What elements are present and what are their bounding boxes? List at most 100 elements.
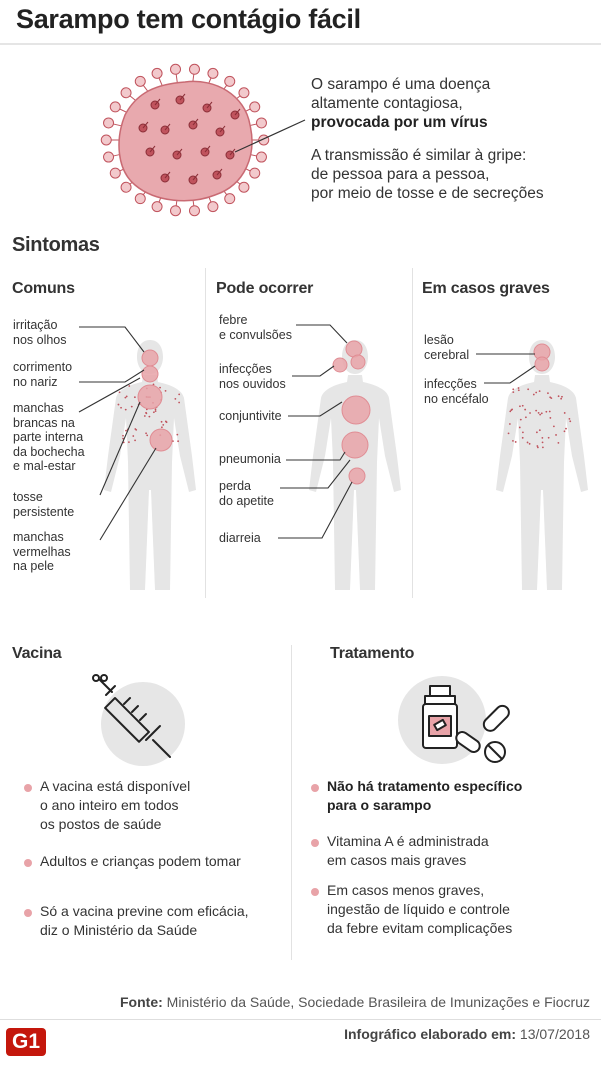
- virus-particle-tail: [192, 118, 199, 126]
- rash-spot: [164, 390, 167, 392]
- virus-spike-tip: [207, 201, 219, 213]
- virus-spike-tip: [224, 75, 236, 87]
- pointer-line: [296, 324, 348, 344]
- rash-spot: [528, 442, 531, 445]
- date-value: 13/07/2018: [519, 1026, 590, 1042]
- rash-spot: [117, 403, 120, 406]
- date-credit: Infográfico elaborado em: 13/07/2018: [344, 1026, 590, 1042]
- rash-spot: [124, 408, 127, 411]
- virus-spike-tip: [134, 193, 146, 205]
- comuns-heading: Comuns: [12, 280, 75, 297]
- rash-spot: [521, 436, 524, 439]
- virus-spike-tip: [134, 75, 146, 87]
- pode-ocorrer-heading: Pode ocorrer: [216, 280, 314, 297]
- virus-particle-tail: [154, 98, 161, 106]
- pointer-line: [79, 326, 145, 353]
- virus-spike-tip: [170, 63, 182, 75]
- pointer-line: [288, 401, 343, 417]
- human-silhouette: [309, 340, 401, 590]
- pointer-line: [79, 369, 145, 383]
- symptom-label: conjuntivite: [219, 409, 282, 423]
- symptom-circle: [345, 340, 363, 358]
- rash-spot: [120, 406, 122, 409]
- rash-spot: [521, 404, 524, 407]
- symptom-circle: [341, 431, 369, 459]
- virus-spike-tip: [238, 87, 250, 99]
- rash-spot: [122, 434, 124, 437]
- rash-spot: [134, 439, 136, 442]
- virus-spike-tip: [238, 181, 250, 193]
- rash-spot: [563, 430, 566, 433]
- intro-line-bold: provocada por um vírus: [311, 114, 488, 131]
- pointer-line: [286, 451, 346, 461]
- symptom-circle: [137, 384, 163, 410]
- bullet-dot: [24, 909, 32, 917]
- virus-pointer-line: [234, 119, 306, 153]
- rash-spot: [154, 410, 157, 413]
- rash-spot: [132, 435, 135, 437]
- rash-spot: [133, 396, 136, 399]
- footer-divider: [0, 1019, 601, 1020]
- rash-spot: [563, 412, 566, 414]
- vacina-heading: Vacina: [12, 645, 62, 662]
- rash-spot: [148, 415, 151, 418]
- virus-particle-tail: [149, 145, 156, 153]
- rash-spot: [172, 440, 174, 443]
- intro-text: O sarampo é uma doença altamente contagi…: [311, 75, 591, 203]
- rash-spot: [561, 395, 563, 398]
- rash-spot: [128, 385, 131, 387]
- rash-spot: [174, 397, 177, 400]
- rash-spot: [164, 420, 167, 423]
- symptom-circle: [534, 356, 550, 372]
- rash-spot: [128, 441, 130, 444]
- virus-particle-tail: [219, 125, 226, 133]
- rash-spot: [535, 409, 538, 412]
- rash-spot: [176, 433, 179, 436]
- column-divider: [291, 645, 292, 960]
- symptom-label: perda do apetite: [219, 479, 274, 508]
- intro-line: A transmissão é similar à gripe:: [311, 147, 527, 164]
- virus-particle-tail: [204, 145, 211, 153]
- rash-spot: [510, 409, 513, 412]
- rash-spot: [124, 396, 127, 399]
- virus-particle-tail: [164, 171, 171, 179]
- source-label: Fonte:: [120, 994, 163, 1010]
- intro-line: por meio de tosse e de secreções: [311, 185, 544, 202]
- rash-spot: [514, 441, 517, 443]
- intro-line: altamente contagiosa,: [311, 95, 463, 112]
- virus-particle-tail: [176, 148, 183, 156]
- rash-spot: [541, 441, 544, 444]
- title-divider: [0, 43, 601, 45]
- rash-spot: [527, 388, 530, 391]
- rash-spot: [535, 391, 538, 394]
- rash-spot: [524, 416, 527, 419]
- virus-spike-tip: [103, 117, 115, 129]
- rash-spot: [548, 410, 551, 413]
- vacina-bullet: Adultos e crianças podem tomar: [40, 853, 241, 869]
- pointer-line: [99, 401, 141, 496]
- rash-spot: [537, 411, 540, 414]
- rash-spot: [145, 432, 147, 435]
- rash-spot: [529, 412, 531, 414]
- virus-spike-tip: [188, 63, 200, 75]
- rash-spot: [178, 393, 181, 396]
- symptom-label: manchas brancas na parte interna da boch…: [13, 401, 85, 473]
- rash-spot: [178, 401, 181, 404]
- virus-spike-tip: [109, 101, 121, 113]
- virus-spike-tip: [255, 151, 267, 163]
- virus-spike-tip: [120, 181, 132, 193]
- rash-spot: [526, 441, 529, 444]
- virus-particle-tail: [216, 168, 223, 176]
- column-divider: [412, 268, 413, 598]
- rash-spot: [154, 408, 157, 411]
- rash-spot: [125, 395, 128, 398]
- intro-line: de pessoa para a pessoa,: [311, 166, 490, 183]
- rash-spot: [134, 428, 137, 430]
- virus-spike-tip: [103, 151, 115, 163]
- graves-heading: Em casos graves: [422, 280, 550, 297]
- virus-spike-tip: [207, 67, 219, 79]
- symptom-label: pneumonia: [219, 452, 281, 466]
- virus-spike-tip: [151, 67, 163, 79]
- virus-particle-tail: [234, 108, 241, 116]
- rash-spot: [512, 388, 515, 391]
